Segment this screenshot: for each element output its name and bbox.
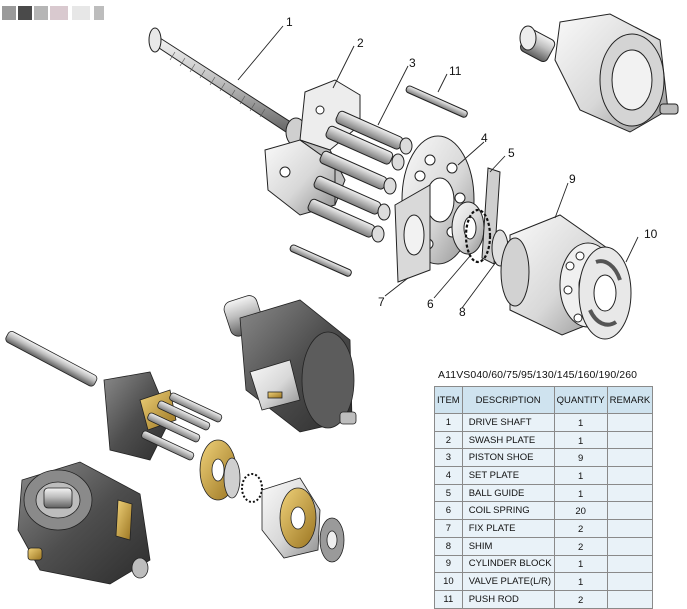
cell-remark — [606, 572, 654, 591]
cell-remark — [606, 519, 654, 538]
callout-11: 11 — [449, 64, 462, 78]
header-quantity: QUANTITY — [553, 386, 608, 414]
coil-spring-ring-lineart — [464, 208, 492, 264]
callout-1: 1 — [286, 15, 293, 29]
cell-description: SWASH PLATE — [461, 430, 555, 450]
piston-group-lineart — [307, 110, 413, 243]
header-description: DESCRIPTION — [461, 386, 555, 414]
callout-5: 5 — [508, 146, 515, 160]
cell-quantity: 1 — [553, 572, 608, 591]
cell-remark — [606, 466, 654, 485]
table-row: 2 SWASH PLATE 1 — [434, 430, 654, 450]
cell-description: VALVE PLATE(L/R) — [461, 572, 555, 591]
parts-list: A11VS040/60/75/95/130/145/160/190/260 IT… — [434, 369, 654, 609]
table-row: 1 DRIVE SHAFT 1 — [434, 413, 654, 432]
callout-2: 2 — [357, 36, 364, 50]
rendered-pump-middle — [223, 295, 357, 433]
cell-quantity: 1 — [553, 483, 608, 503]
table-row: 3 PISTON SHOE 9 — [434, 448, 654, 468]
assembled-pump-top-right — [519, 13, 679, 133]
callout-7: 7 — [378, 295, 385, 309]
parts-table-header: ITEM DESCRIPTION QUANTITY REMARK — [434, 386, 654, 414]
table-row: 5 BALL GUIDE 1 — [434, 483, 654, 503]
cell-description: SET PLATE — [461, 466, 555, 485]
cell-item: 11 — [434, 589, 463, 609]
table-row: 11 PUSH ROD 2 — [434, 589, 654, 609]
cell-item: 5 — [434, 483, 463, 503]
table-row: 8 SHIM 2 — [434, 536, 654, 556]
header-remark: REMARK — [606, 386, 654, 414]
cell-quantity: 2 — [553, 519, 608, 538]
cell-item: 2 — [434, 430, 463, 450]
cell-description: COIL SPRING — [461, 501, 555, 521]
cell-remark — [606, 413, 654, 432]
cell-remark — [606, 554, 654, 574]
cell-item: 1 — [434, 413, 463, 432]
cell-item: 9 — [434, 554, 463, 574]
cell-item: 4 — [434, 466, 463, 485]
drive-shaft-lineart — [148, 27, 307, 147]
header-item: ITEM — [434, 386, 463, 414]
cell-item: 7 — [434, 519, 463, 538]
cell-remark — [606, 536, 654, 556]
cell-description: SHIM — [461, 536, 555, 556]
exploded-pump-diagram: 1 2 3 11 4 5 9 10 7 6 8 — [5, 13, 679, 585]
parts-table-title: A11VS040/60/75/95/130/145/160/190/260 — [438, 369, 638, 381]
cell-quantity: 9 — [553, 448, 608, 468]
callout-4: 4 — [481, 131, 488, 145]
table-row: 9 CYLINDER BLOCK 1 — [434, 554, 654, 574]
cell-description: DRIVE SHAFT — [461, 413, 555, 432]
cell-remark — [606, 483, 654, 503]
cell-description: PISTON SHOE — [461, 448, 555, 468]
cell-item: 8 — [434, 536, 463, 556]
fix-plate-lineart — [394, 184, 431, 283]
cell-item: 3 — [434, 448, 463, 468]
cell-remark — [606, 430, 654, 450]
cell-quantity: 2 — [553, 589, 608, 609]
table-row: 6 COIL SPRING 20 — [434, 501, 654, 521]
callout-10: 10 — [644, 227, 658, 241]
cell-description: BALL GUIDE — [461, 483, 555, 503]
rendered-pump-bottom-left — [17, 461, 151, 585]
cell-description: PUSH ROD — [461, 589, 555, 609]
table-row: 7 FIX PLATE 2 — [434, 519, 654, 538]
cell-quantity: 1 — [553, 413, 608, 432]
cell-description: FIX PLATE — [461, 519, 555, 538]
callout-9: 9 — [569, 172, 576, 186]
callout-3: 3 — [409, 56, 416, 70]
table-row: 10 VALVE PLATE(L/R) 1 — [434, 572, 654, 591]
cell-item: 6 — [434, 501, 463, 521]
push-rods-lineart — [289, 85, 468, 277]
leader-lines — [237, 25, 639, 309]
cell-remark — [606, 448, 654, 468]
valve-plate-lineart — [578, 246, 632, 340]
cell-quantity: 1 — [553, 430, 608, 450]
blurred-watermark — [0, 0, 110, 28]
table-row: 4 SET PLATE 1 — [434, 466, 654, 485]
cell-description: CYLINDER BLOCK — [461, 554, 555, 574]
cell-item: 10 — [434, 572, 463, 591]
callout-labels: 1 2 3 11 4 5 9 10 7 6 8 — [286, 15, 658, 319]
cell-quantity: 1 — [553, 466, 608, 485]
callout-6: 6 — [427, 297, 434, 311]
callout-8: 8 — [459, 305, 466, 319]
parts-table: ITEM DESCRIPTION QUANTITY REMARK 1 DRIVE… — [434, 386, 654, 609]
cell-remark — [606, 501, 654, 521]
cell-remark — [606, 589, 654, 609]
cell-quantity: 20 — [553, 501, 608, 521]
cell-quantity: 1 — [553, 554, 608, 574]
cell-quantity: 2 — [553, 536, 608, 556]
rendered-exploded-bottom — [5, 331, 345, 563]
